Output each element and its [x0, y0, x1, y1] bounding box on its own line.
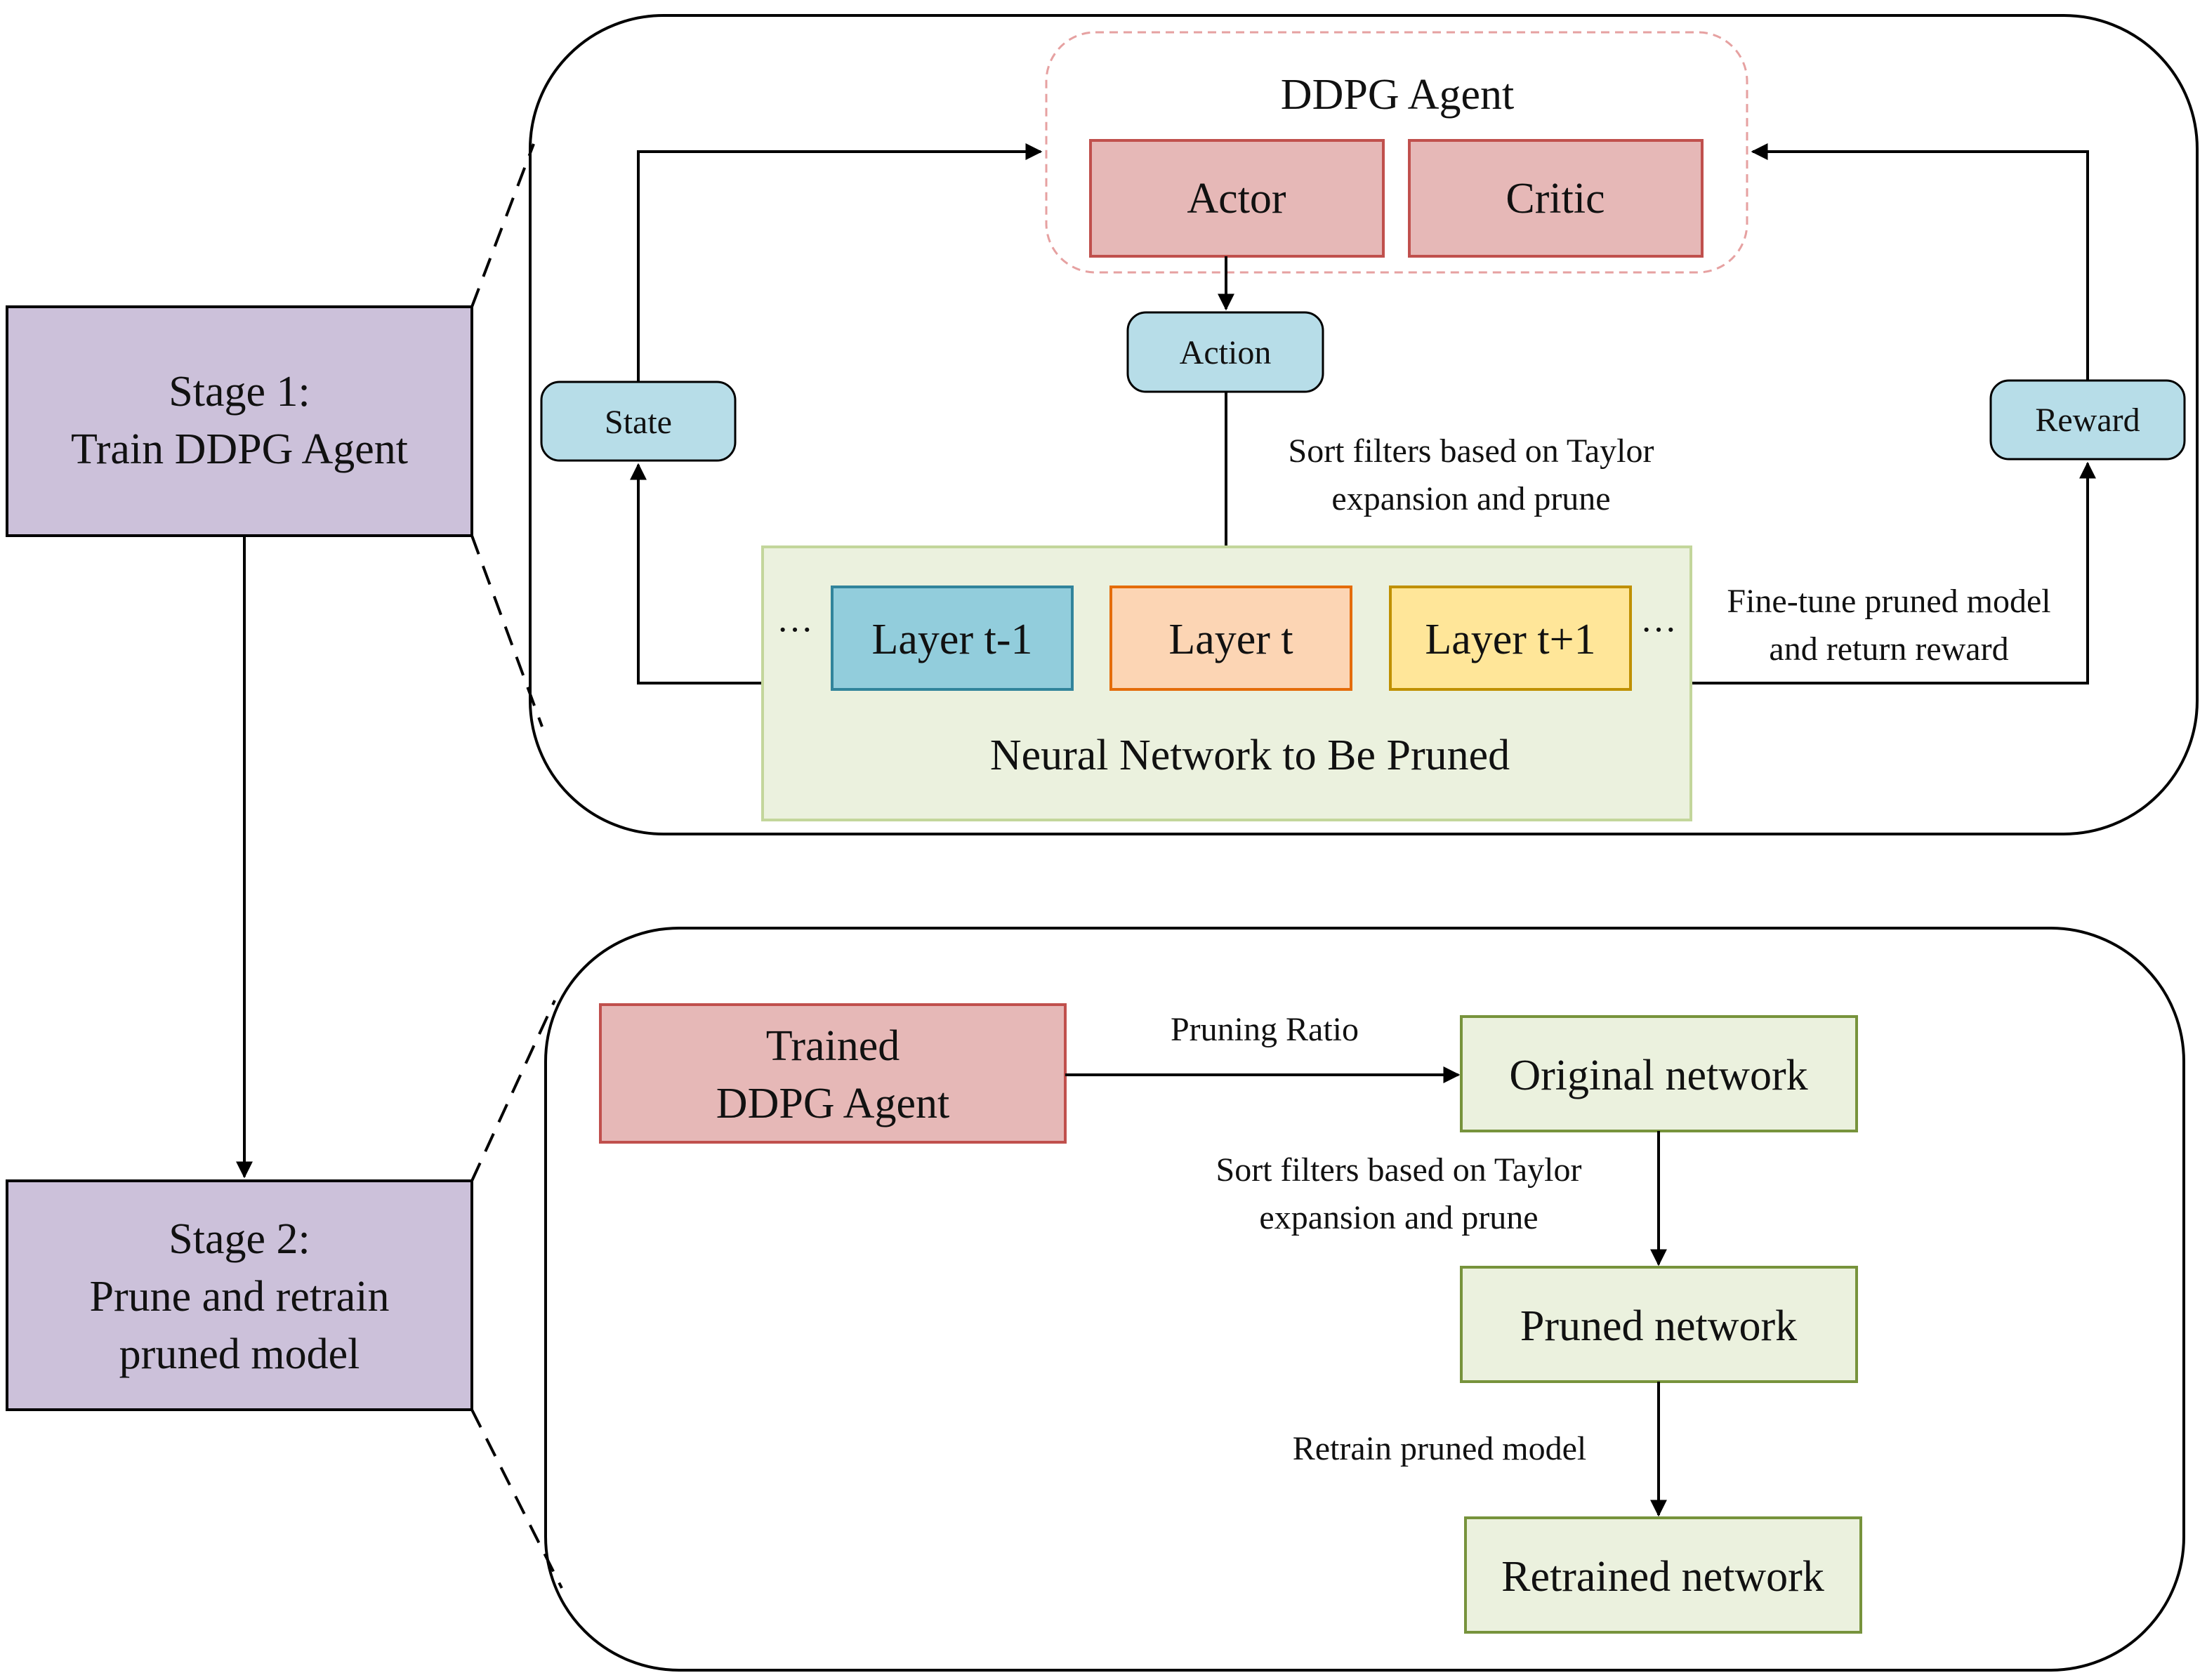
stage1-title: Stage 1:	[169, 368, 310, 416]
fine-tune-label-line2: and return reward	[1769, 630, 2008, 668]
zoom-connector-top-1	[470, 143, 535, 307]
sort-filters-label-2-line2: expansion and prune	[1259, 1199, 1538, 1236]
stage2-detail-panel	[544, 927, 2185, 1672]
critic-label: Critic	[1506, 175, 1605, 223]
state-label: State	[605, 404, 672, 441]
stage1-detail-panel	[529, 14, 2199, 835]
trained-agent-box	[599, 1003, 1067, 1144]
stage2-title: Stage 2:	[169, 1215, 310, 1263]
layer-curr-box	[1109, 586, 1352, 691]
stage2-box: Stage 2: Prune and retrain pruned model	[6, 1179, 473, 1411]
sort-filters-label-line1: Sort filters based on Taylor	[1289, 432, 1654, 470]
layer-prev-box	[831, 586, 1074, 691]
reward-label: Reward	[2035, 402, 2140, 439]
sort-filters-label-2-line1: Sort filters based on Taylor	[1216, 1151, 1582, 1189]
pruning-ratio-label: Pruning Ratio	[1171, 1011, 1359, 1048]
stage2-subtitle-line2: pruned model	[119, 1330, 360, 1378]
pruned-network-box	[1460, 1266, 1858, 1383]
retrained-network-label: Retrained network	[1501, 1553, 1824, 1601]
action-label: Action	[1180, 334, 1272, 371]
ellipsis-right: ···	[1640, 610, 1677, 650]
layer-curr-label: Layer t	[1168, 616, 1293, 663]
sort-filters-label-line2: expansion and prune	[1331, 480, 1610, 517]
retrained-network-box	[1464, 1516, 1862, 1634]
reward-to-agent-arrow	[1751, 143, 2089, 381]
neural-network-caption: Neural Network to Be Pruned	[990, 732, 1510, 779]
stage1-box: Stage 1: Train DDPG Agent	[6, 305, 473, 537]
original-network-box	[1460, 1015, 1858, 1132]
ellipsis-left: ···	[777, 610, 813, 650]
ddpg-agent-group	[1045, 31, 1748, 274]
critic-box	[1408, 139, 1704, 258]
trained-agent-label-line2: DDPG Agent	[716, 1080, 949, 1127]
retrain-label: Retrain pruned model	[1293, 1430, 1587, 1467]
actor-box	[1089, 139, 1385, 258]
network-to-reward-arrow	[1691, 461, 2096, 684]
original-network-label: Original network	[1509, 1052, 1807, 1099]
layer-prev-label: Layer t-1	[872, 616, 1033, 663]
actor-label: Actor	[1187, 175, 1286, 223]
network-to-state-arrow	[630, 463, 763, 684]
layer-next-box	[1389, 586, 1632, 691]
layer-next-label: Layer t+1	[1425, 616, 1595, 663]
stage1-subtitle: Train DDPG Agent	[71, 425, 408, 473]
fine-tune-label-line1: Fine-tune pruned model	[1727, 583, 2050, 620]
zoom-connector-top-2	[470, 1000, 556, 1182]
pruned-network-label: Pruned network	[1520, 1302, 1797, 1350]
trained-agent-label-line1: Trained	[766, 1022, 900, 1070]
zoom-connector-bottom-1	[470, 535, 543, 727]
state-to-agent-arrow	[637, 143, 1043, 382]
stage2-subtitle-line1: Prune and retrain	[90, 1273, 390, 1321]
ddpg-agent-title: DDPG Agent	[1281, 71, 1514, 119]
zoom-connector-bottom-2	[470, 1409, 563, 1589]
